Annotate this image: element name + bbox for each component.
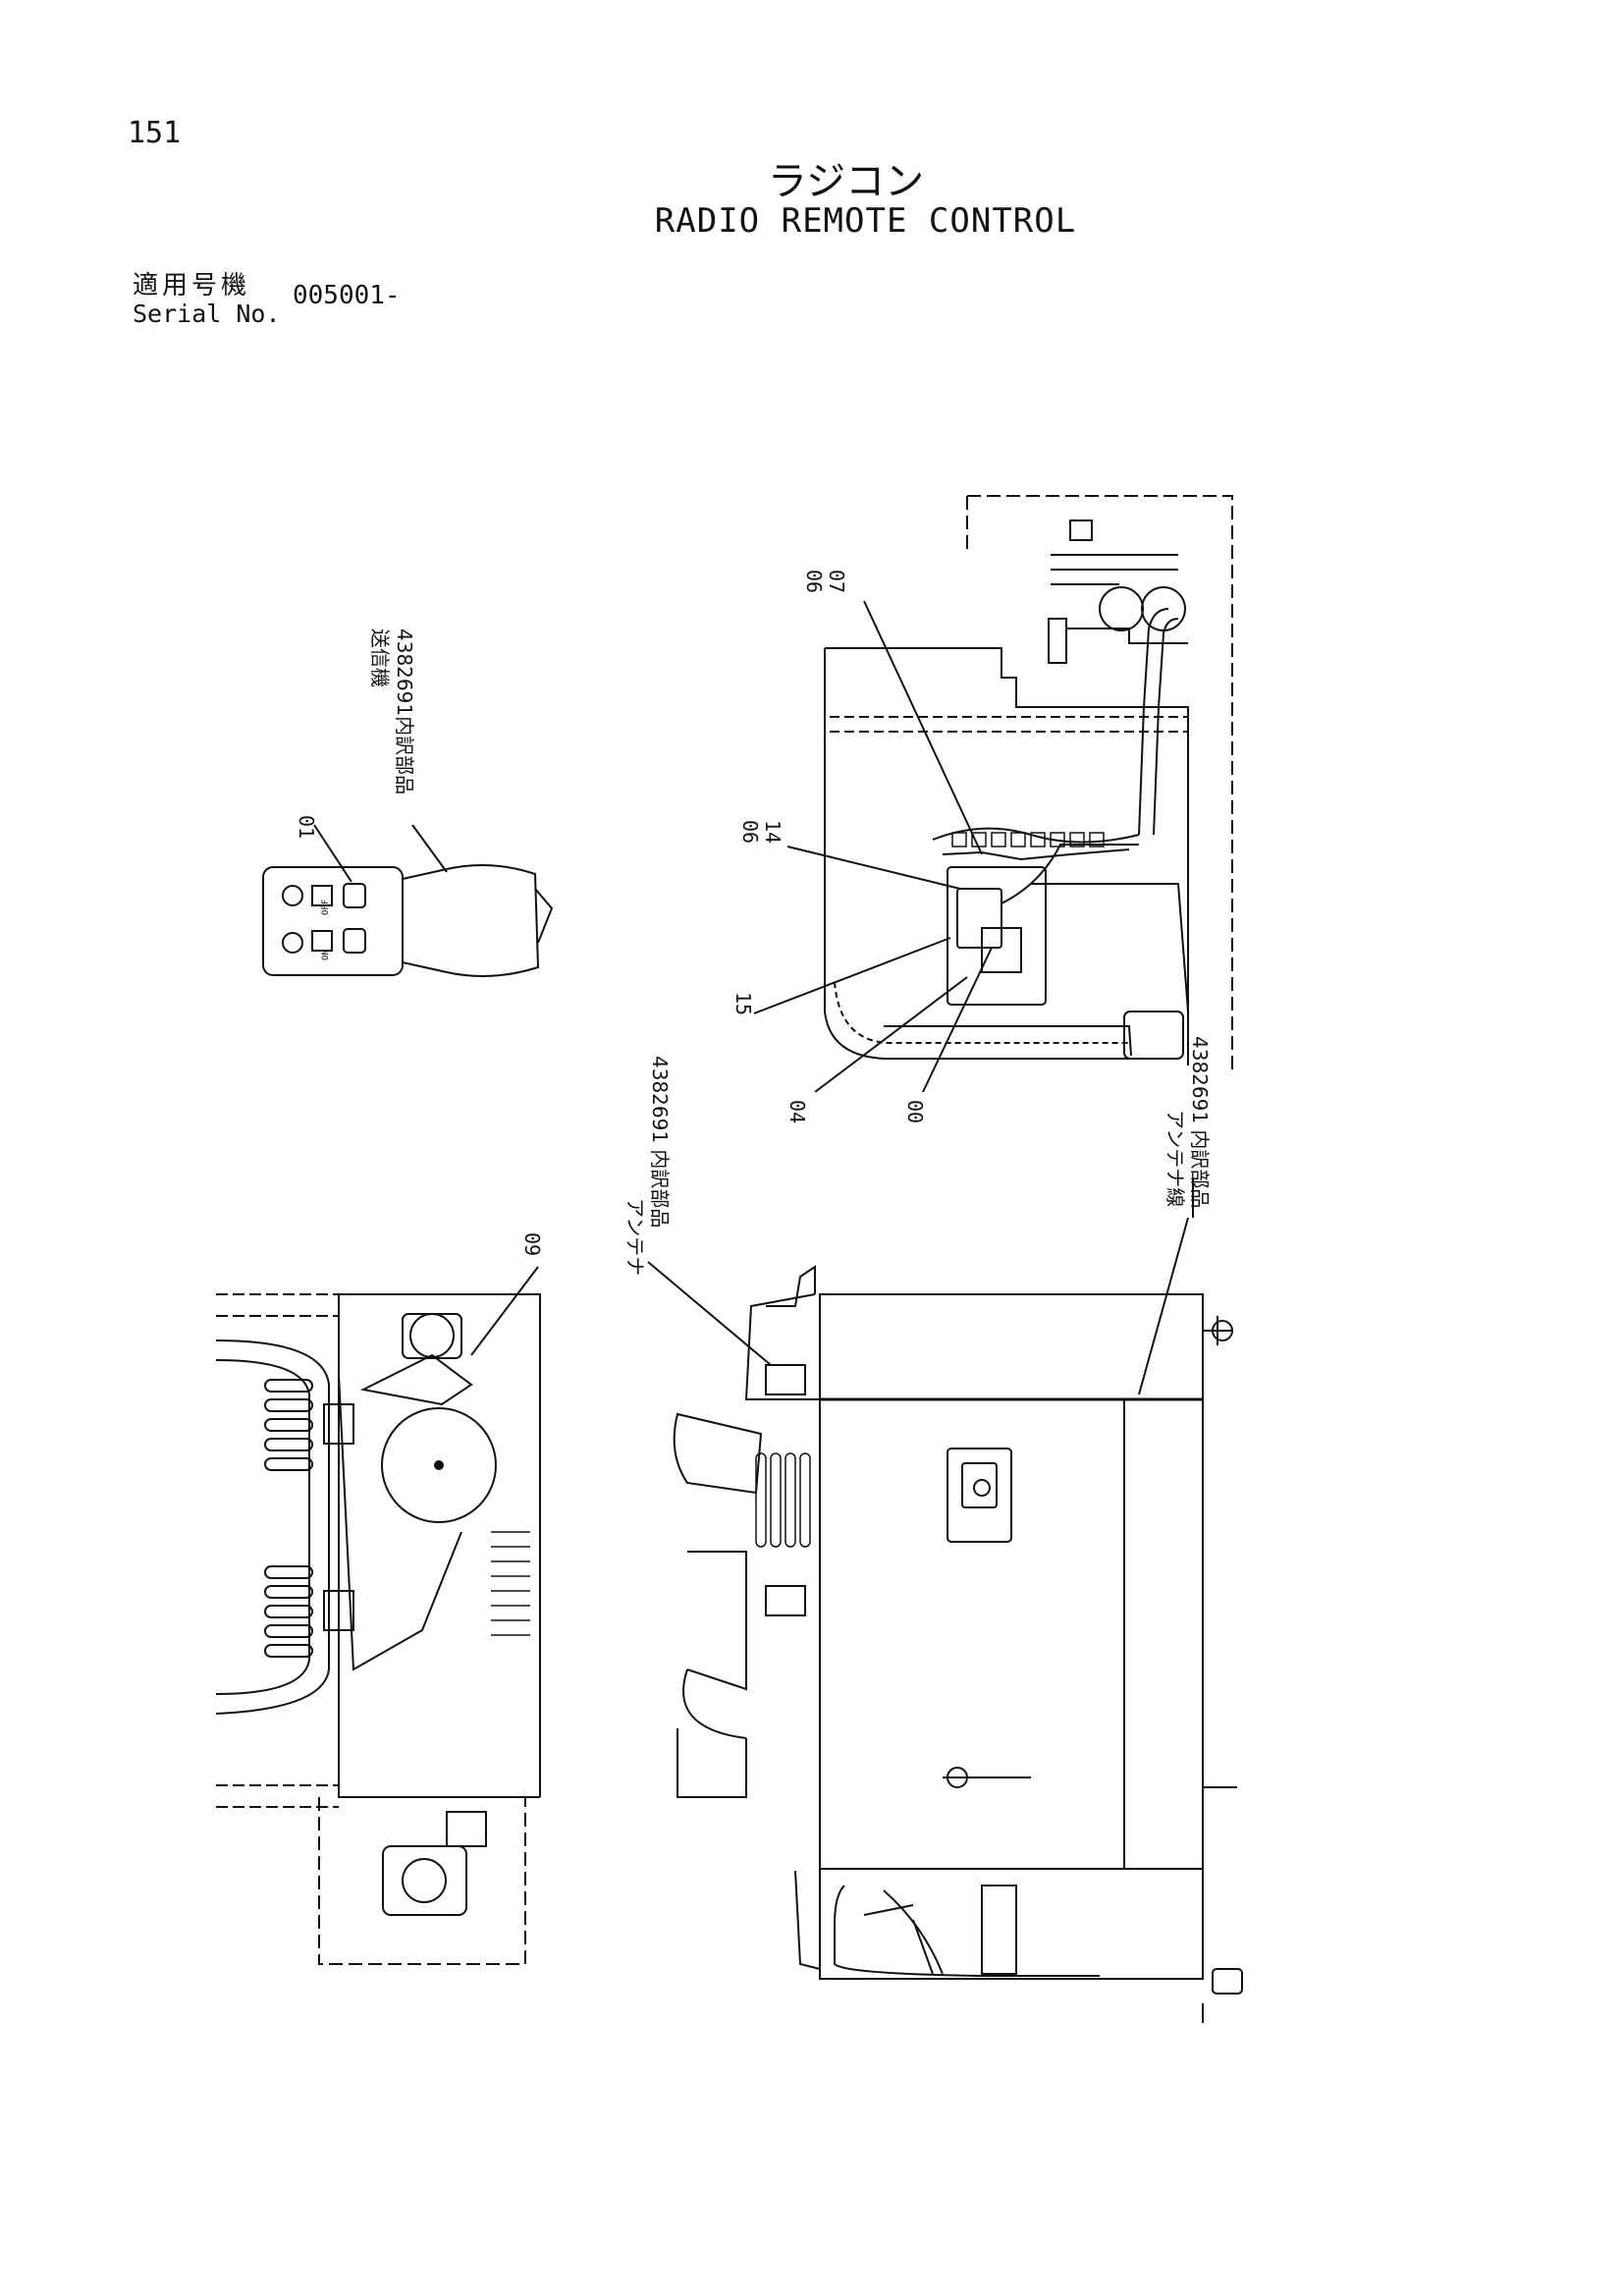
callout-antenna-wire-part: 4382691 内訳部品: [1188, 1036, 1212, 1208]
cab-view-upper: [824, 495, 1233, 1070]
callout-15: 15: [731, 992, 755, 1015]
leader-15: [753, 937, 951, 1014]
callout-07: 07: [825, 570, 848, 593]
leader-antenna: [647, 1261, 772, 1366]
callout-00: 00: [903, 1100, 927, 1123]
callout-01: 01: [295, 815, 318, 839]
leader-04: [814, 976, 968, 1093]
remote-button-off-label: OFF: [321, 900, 331, 915]
callout-antenna-wire-label: アンテナ線: [1163, 1110, 1187, 1207]
page-number: 151: [128, 116, 182, 150]
serial-label-japanese: 適用号機: [133, 271, 251, 301]
machine-side-view: [673, 1265, 1243, 2023]
callout-04: 04: [785, 1100, 809, 1123]
page-title-japanese: ラジコン: [767, 159, 925, 204]
callout-antenna-part: 4382691 内訳部品: [648, 1056, 672, 1228]
leader-01: [313, 824, 352, 883]
serial-number-value: 005001-: [293, 281, 401, 310]
remote-button-on-label: ON: [321, 950, 331, 960]
leader-06-07: [863, 600, 983, 855]
remote-transmitter: OFF ON: [262, 864, 554, 977]
leader-00: [922, 947, 993, 1093]
leader-antenna-wire: [1138, 1217, 1189, 1395]
leader-09: [470, 1266, 539, 1356]
page-title: RADIO REMOTE CONTROL: [654, 201, 1077, 241]
callout-06: 06: [802, 570, 826, 593]
machine-top-view: [215, 1293, 541, 1965]
leader-transmitter: [411, 824, 448, 873]
callout-14: 14: [761, 820, 784, 844]
callout-06-b: 06: [738, 820, 762, 844]
callout-antenna-label: アンテナ: [623, 1198, 647, 1276]
leader-06-14: [786, 846, 961, 890]
serial-label: Serial No.: [133, 300, 281, 328]
callout-09: 09: [520, 1232, 544, 1256]
callout-transmitter-part: 4382691内訳部品: [393, 629, 416, 794]
callout-transmitter-label: 送信機: [368, 629, 392, 687]
